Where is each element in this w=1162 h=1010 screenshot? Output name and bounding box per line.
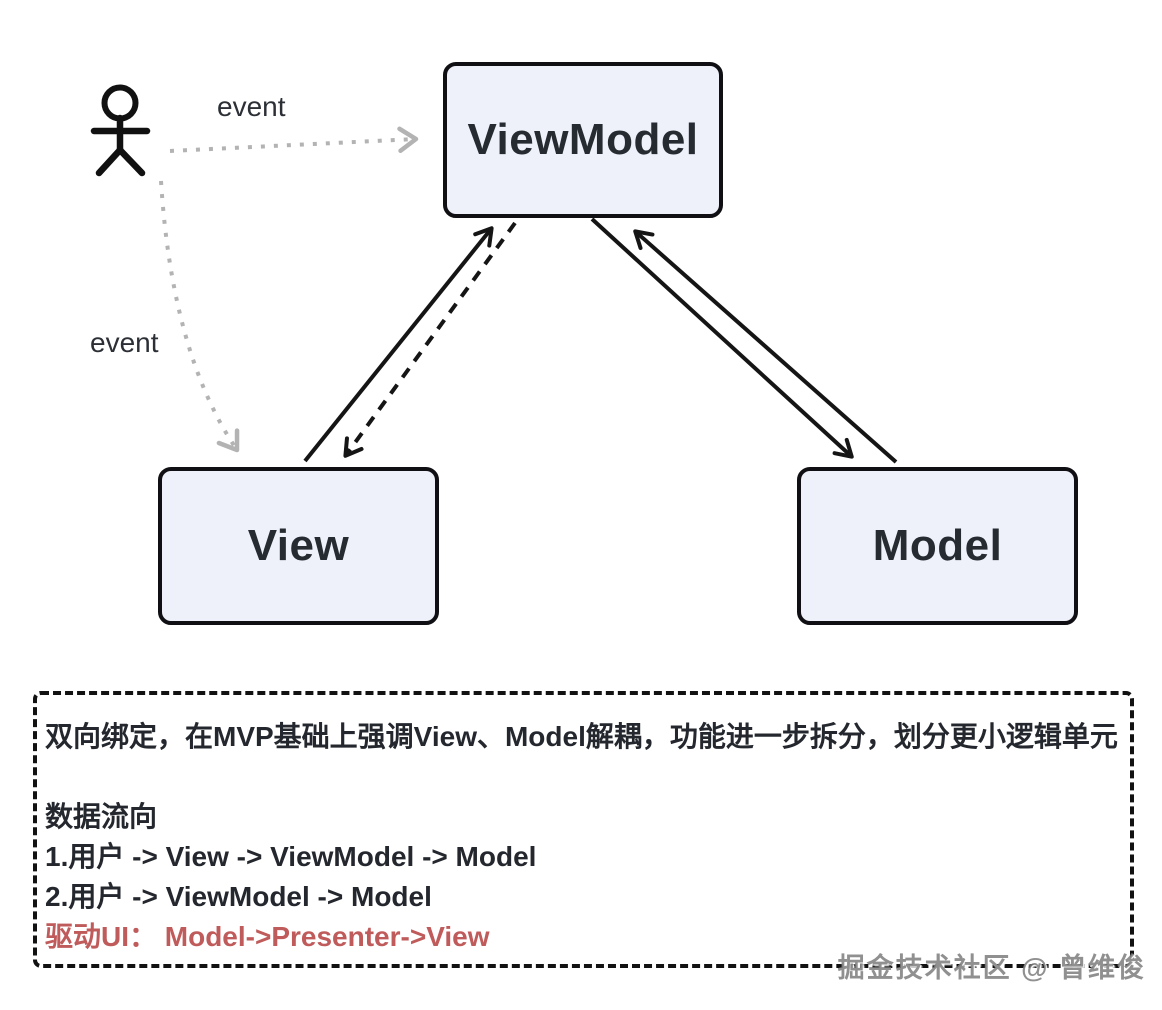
arrow-view-to-viewmodel	[303, 226, 494, 463]
event-label-top: event	[217, 91, 286, 122]
watermark: 掘金技术社区 @ 曾维俊	[837, 953, 1146, 983]
note-drive-ui: 驱动UI： Model->Presenter->View	[45, 921, 490, 952]
node-view-label: View	[247, 521, 350, 570]
node-model: Model	[797, 467, 1078, 625]
note-box: 双向绑定，在MVP基础上强调View、Model解耦，功能进一步拆分，划分更小逻…	[33, 691, 1134, 968]
node-view: View	[158, 467, 439, 625]
node-viewmodel-label: ViewModel	[467, 115, 699, 164]
note-flow-title: 数据流向	[45, 801, 158, 832]
note-flow-item-2: 2.用户 -> ViewModel -> Model	[45, 881, 432, 912]
note-spacer	[45, 757, 1122, 797]
arrow-model-to-viewmodel	[633, 229, 898, 464]
node-model-label: Model	[872, 521, 1003, 570]
note-flow-item-1: 1.用户 -> View -> ViewModel -> Model	[45, 841, 537, 872]
arrow-viewmodel-to-model	[590, 217, 854, 459]
user-icon	[90, 84, 151, 177]
note-summary: 双向绑定，在MVP基础上强调View、Model解耦，功能进一步拆分，划分更小逻…	[45, 721, 1118, 752]
node-viewmodel: ViewModel	[443, 62, 723, 218]
event-arrow-user-to-view	[159, 180, 240, 453]
event-arrow-user-to-viewmodel	[169, 126, 419, 154]
event-label-left: event	[90, 327, 159, 358]
arrow-viewmodel-to-view	[343, 221, 517, 458]
